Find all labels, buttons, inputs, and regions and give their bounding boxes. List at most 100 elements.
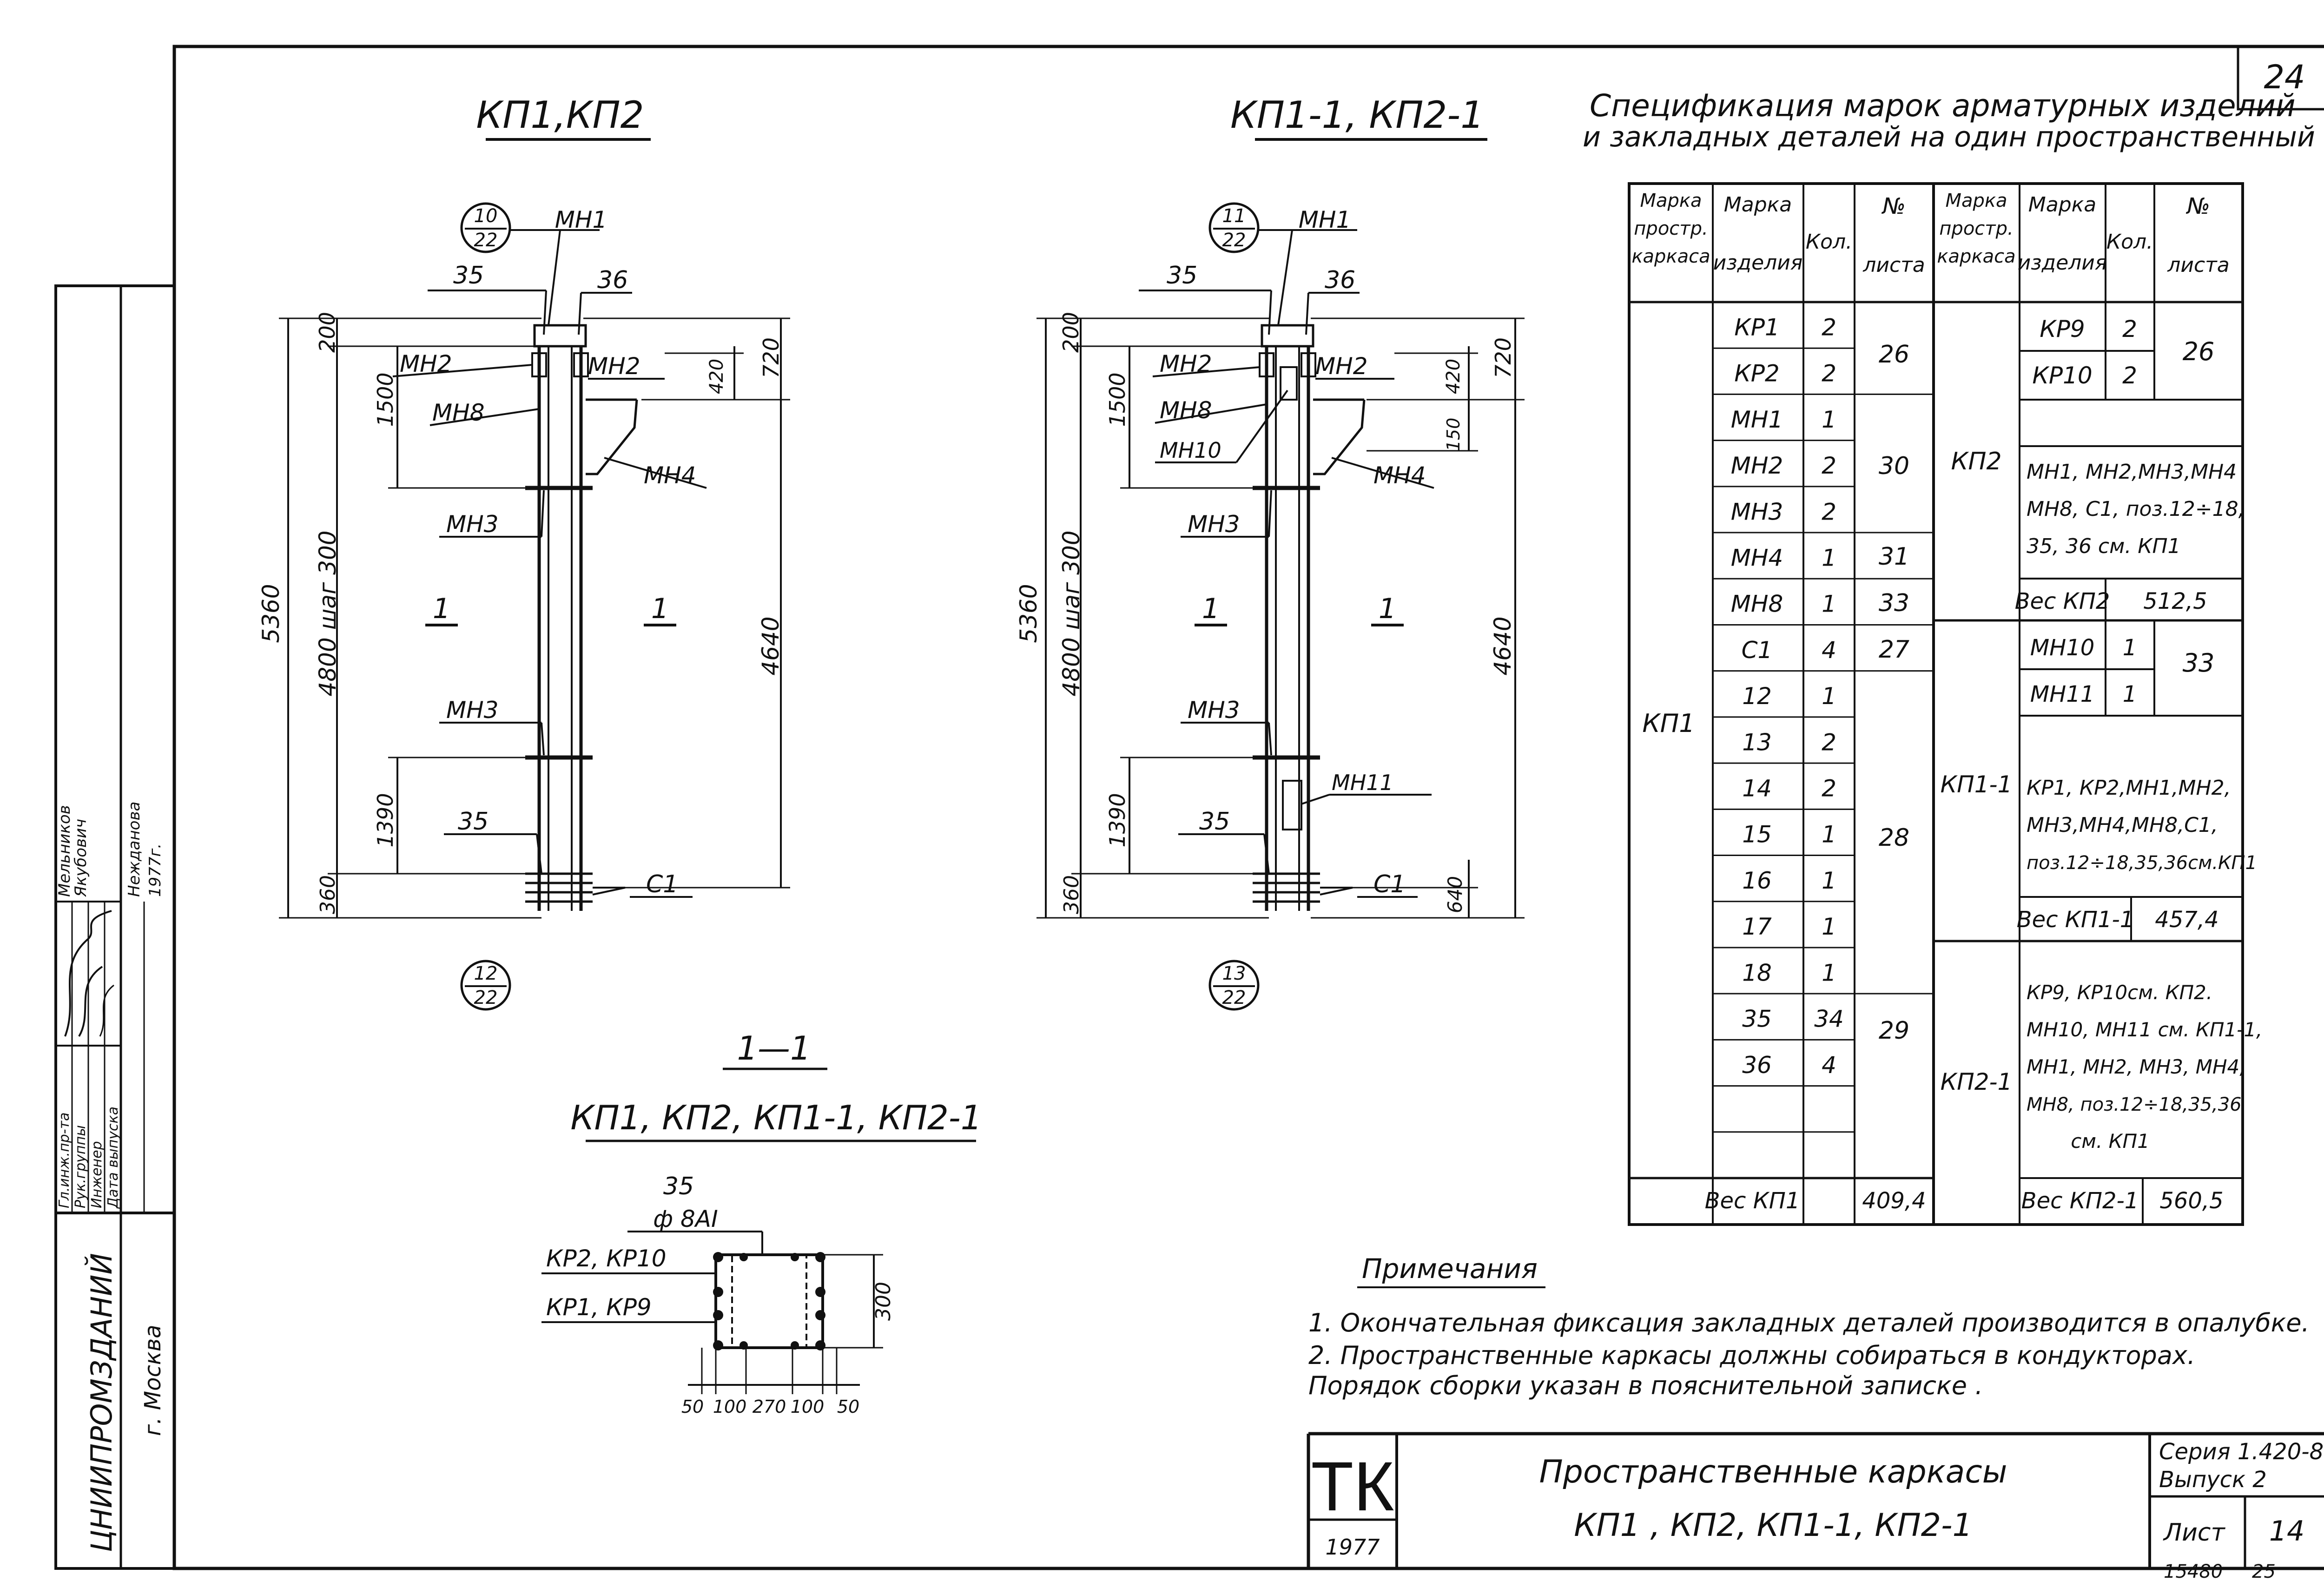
svg-text:11: 11 [1222,205,1246,227]
svg-text:640: 640 [1444,876,1466,913]
callout-left-top [460,202,511,253]
svg-text:1500: 1500 [373,372,398,427]
svg-text:4640: 4640 [757,616,784,675]
svg-text:Вес КП1: Вес КП1 [1705,1188,1800,1214]
kp1-item-mark: 13 [1742,729,1772,756]
right-view-title: КП1-1, КП2-1 [1230,93,1484,137]
svg-text:2: 2 [2122,362,2137,389]
svg-text:720: 720 [759,337,784,378]
svg-text:№: № [2185,193,2210,219]
notes: Примечания 1. Окончательная фиксация зак… [1308,1253,2310,1400]
section-mark: 1—1 [737,1029,811,1067]
svg-text:4800 шаг 300: 4800 шаг 300 [314,530,341,696]
svg-text:10: 10 [474,205,498,227]
svg-text:36: 36 [597,266,628,294]
svg-text:С1: С1 [646,870,678,898]
kp1-item-qty: 2 [1822,775,1836,802]
svg-text:14: 14 [2269,1515,2304,1548]
svg-text:КР1, КР2,МН1,МН2,: КР1, КР2,МН1,МН2, [2027,776,2231,800]
svg-text:1: 1 [1202,593,1220,625]
svg-text:Марка: Марка [1945,190,2007,211]
svg-text:4640: 4640 [1489,616,1516,675]
svg-text:1390: 1390 [1105,793,1130,847]
kp1-item-qty: 1 [1822,821,1836,848]
kp1-item-mark: КР1 [1734,314,1779,341]
svg-text:Инженер: Инженер [89,1141,105,1208]
svg-text:35: 35 [1199,808,1230,836]
svg-text:200: 200 [1058,312,1083,353]
svg-text:420: 420 [706,359,727,394]
kp1-item-qty: 1 [1822,591,1836,618]
kp1-item-qty: 1 [1822,913,1836,940]
callout-left-bottom [460,960,511,1011]
stamp-org: ЦНИИПРОМЗДАНИЙ [84,1253,119,1552]
svg-text:560,5: 560,5 [2159,1188,2223,1214]
svg-text:С1: С1 [1373,870,1406,898]
spec-title-2: и закладных деталей на один пространстве… [1583,121,2324,153]
svg-text:35: 35 [663,1173,694,1200]
svg-text:22: 22 [1222,230,1246,251]
kp1-item-qty: 2 [1822,498,1836,525]
svg-text:КП2: КП2 [1951,448,2001,475]
kp1-item-qty: 1 [1822,867,1836,894]
svg-text:457,4: 457,4 [2155,907,2218,933]
svg-text:25: 25 [2252,1561,2276,1581]
kp1-item-mark: 14 [1742,775,1772,802]
kp1-item-qty: 1 [1822,544,1836,571]
svg-text:Вес КП1-1: Вес КП1-1 [2017,907,2134,933]
kp1-item-qty: 2 [1822,452,1836,479]
svg-text:512,5: 512,5 [2143,588,2207,614]
kp1-item-mark: 16 [1742,867,1772,894]
svg-text:МН10, МН11 см. КП1-1,: МН10, МН11 см. КП1-1, [2027,1018,2262,1041]
svg-text:МН2: МН2 [588,353,640,380]
title-line-1: Пространственные каркасы [1539,1454,2007,1490]
svg-text:МН3: МН3 [446,697,499,724]
svg-text:Неждaнова: Неждaнова [125,802,144,897]
svg-text:Мельников: Мельников [55,805,74,897]
svg-text:360: 360 [1060,875,1083,914]
svg-text:360: 360 [316,875,340,914]
svg-text:Дата выпуска: Дата выпуска [105,1107,121,1209]
kp1-item-qty: 2 [1822,729,1836,756]
svg-text:МН3: МН3 [1188,511,1240,538]
svg-text:Серия 1.420-8: Серия 1.420-8 [2159,1439,2324,1465]
svg-text:1390: 1390 [373,793,398,847]
svg-text:50: 50 [681,1397,704,1417]
svg-text:МН8, поз.12÷18,35,36: МН8, поз.12÷18,35,36 [2027,1094,2242,1115]
svg-text:1: 1 [1379,593,1396,625]
kp1-item-mark: МН8 [1731,591,1783,618]
kp1-item-mark: 35 [1742,1006,1772,1033]
kp1-item-qty: 4 [1822,637,1836,664]
svg-text:1977г.: 1977г. [146,843,165,897]
svg-text:МН8, С1, поз.12÷18,: МН8, С1, поз.12÷18, [2027,497,2245,521]
svg-text:Марка: Марка [1640,190,1702,211]
svg-text:1. Окончательная фиксация з: 1. Окончательная фиксация закладных дета… [1308,1308,2310,1337]
kp1-item-mark: 17 [1742,913,1772,940]
svg-text:35: 35 [1167,262,1197,290]
svg-text:36: 36 [1325,266,1355,294]
column-cap [533,324,587,348]
svg-text:МН1: МН1 [555,206,607,233]
svg-text:г. Москва: г. Москва [140,1324,166,1436]
svg-text:Якубович: Якубович [72,819,90,897]
svg-text:МН8: МН8 [1160,397,1212,424]
kp1-item-qty: 2 [1822,360,1836,387]
signature-1 [64,910,112,1037]
svg-text:простр.: простр. [1634,218,1708,239]
svg-text:простр.: простр. [1939,218,2013,239]
svg-text:2. Пространственные каркасы д: 2. Пространственные каркасы должны собир… [1308,1341,2195,1370]
svg-text:КП1: КП1 [1642,709,1695,738]
callout-right-top [1208,202,1260,253]
svg-text:МН10: МН10 [2030,635,2095,661]
svg-text:1977: 1977 [1325,1535,1380,1560]
svg-text:поз.12÷18,35,36см.КП1: поз.12÷18,35,36см.КП1 [2027,852,2257,874]
svg-text:420: 420 [1443,359,1464,394]
stamp: ЦНИИПРОМЗДАНИЙ г. Москва Гл.инж.пр-та Ру… [54,284,176,1570]
svg-text:1: 1 [433,593,450,625]
svg-text:270: 270 [753,1397,786,1417]
spec-title-1: Спецификация марок арматурных изделий [1590,88,2296,124]
svg-text:1: 1 [2123,681,2137,707]
svg-text:Марка: Марка [2028,193,2096,217]
svg-text:КП2-1: КП2-1 [1941,1068,2013,1095]
